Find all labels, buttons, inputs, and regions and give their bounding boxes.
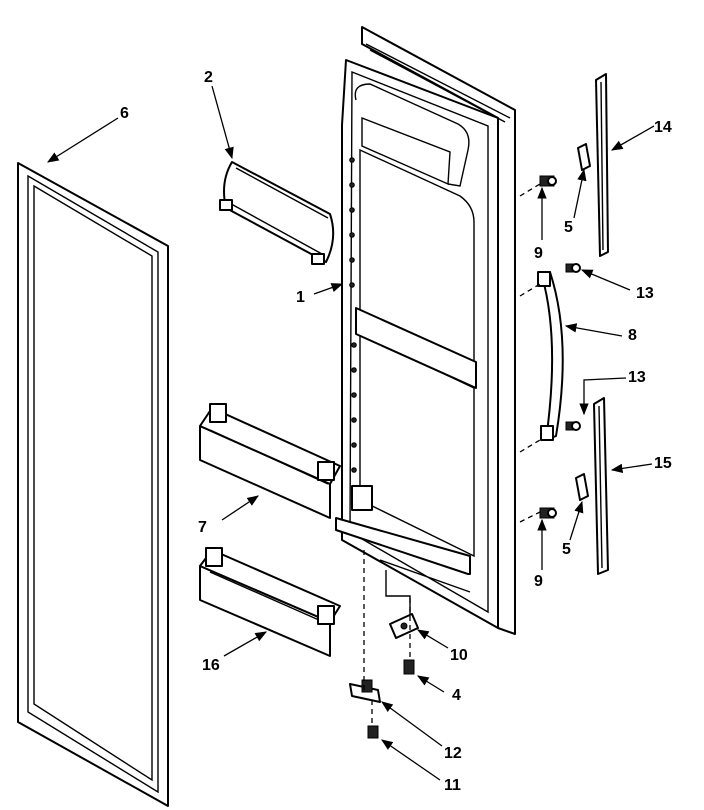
callout-12: 12 [444,745,462,762]
callout-14: 14 [654,119,672,136]
dispenser-cover [219,161,335,265]
screw-9-upper [539,175,557,187]
callout-9-lower: 9 [534,573,543,590]
callout-labels: 1 2 4 5 5 6 7 8 9 9 10 11 12 13 13 14 15… [120,69,672,794]
callout-16: 16 [202,657,220,674]
callout-13-upper: 13 [636,285,654,302]
door-panel [335,26,516,635]
callout-6: 6 [120,105,129,122]
hinge-bracket [389,613,419,639]
callout-5-lower: 5 [562,541,571,558]
clip-5-lower [575,473,589,501]
door-handle [537,271,564,441]
door-gasket [17,162,169,807]
screw-13-lower [565,421,581,431]
clip-5-upper [577,143,591,171]
callout-2: 2 [204,69,213,86]
callout-7: 7 [198,519,207,536]
hinge-12 [349,679,381,703]
trim-strip-lower [593,397,609,575]
callout-9-upper: 9 [534,245,543,262]
callout-13-lower: 13 [628,369,646,386]
shelf-rail-holes [349,157,357,473]
callout-4: 4 [452,687,461,704]
callout-11: 11 [444,777,461,794]
screw-9-lower [539,507,557,519]
door-shelf-lower [199,547,341,657]
callout-8: 8 [628,327,637,344]
callout-10: 10 [450,647,468,664]
hinge-screw-11 [367,725,379,739]
callout-15: 15 [654,455,672,472]
door-shelf-upper [199,403,341,519]
leader-lines [47,85,655,781]
trim-strip-upper [595,73,609,257]
hinge-screw-4 [403,659,415,675]
screw-13-upper [565,263,581,273]
callout-1: 1 [296,289,305,306]
assembly-lines [363,183,541,726]
callout-5-upper: 5 [564,219,573,236]
